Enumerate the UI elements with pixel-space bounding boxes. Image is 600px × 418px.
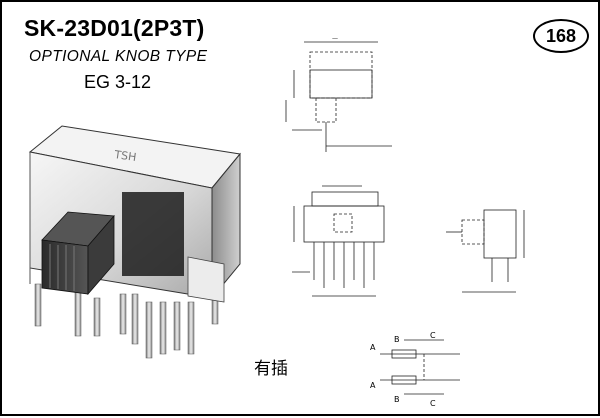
circuit-label-a-bottom: A (370, 381, 376, 390)
circuit-label-a-top: A (370, 343, 376, 352)
slide-knob (41, 211, 115, 296)
terminal-pins (34, 283, 219, 359)
model-code: EG 3-12 (84, 72, 152, 92)
brand-mark: TSH (113, 148, 138, 164)
pin-type-note: 有插 (254, 359, 288, 379)
circuit-diagram: A B C A B C (370, 331, 460, 408)
dimension-drawing-top: — (285, 35, 392, 152)
product-subtitle: OPTIONAL KNOB TYPE (29, 48, 208, 65)
dimension-drawing-side (446, 209, 525, 293)
dimension-drawing-front (292, 185, 385, 297)
circuit-label-b-top: B (394, 335, 400, 344)
page-number-badge: 168 (533, 19, 589, 53)
svg-text:—: — (332, 35, 338, 42)
product-title: SK-23D01(2P3T) (24, 15, 205, 41)
circuit-label-c-top: C (430, 331, 436, 340)
circuit-label-c-bottom: C (430, 399, 436, 408)
circuit-label-b-bottom: B (394, 395, 400, 404)
